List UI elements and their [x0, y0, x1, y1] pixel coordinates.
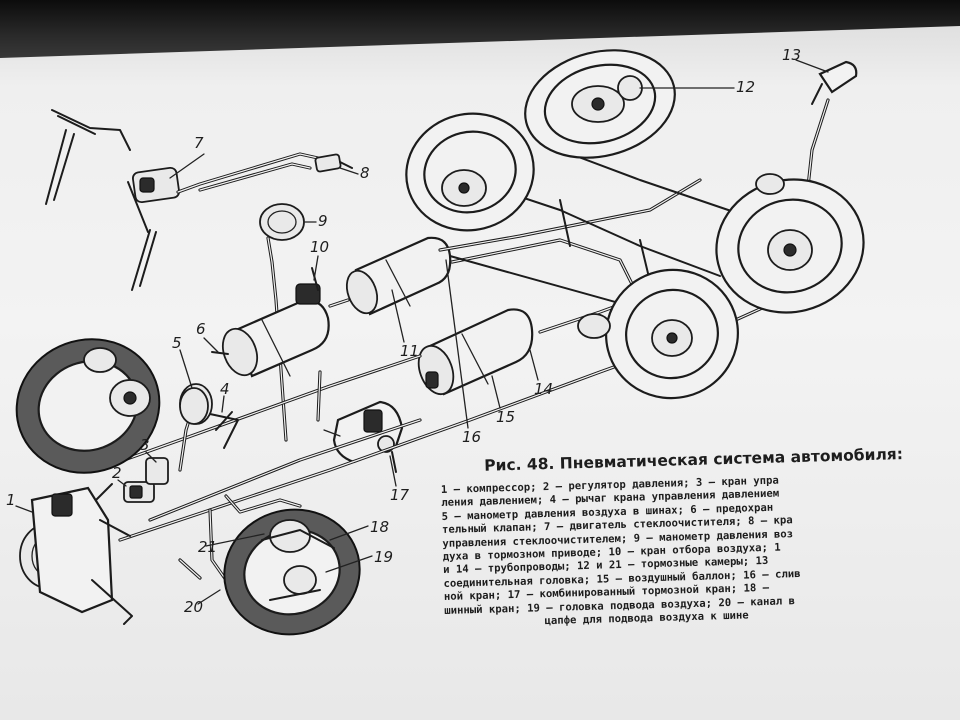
callout-9: 9	[318, 212, 328, 230]
tire-gauge-and-lever	[179, 387, 239, 449]
callout-6: 6	[196, 320, 206, 338]
rear-wheel-left	[405, 112, 535, 232]
callout-15: 15	[496, 408, 515, 426]
compressor-unit	[19, 457, 169, 625]
callout-2: 2	[112, 464, 122, 482]
air-tank-15	[417, 308, 534, 396]
connector-head	[811, 60, 858, 105]
rear-wheel-right-bottom	[577, 268, 739, 400]
callout-7: 7	[194, 134, 204, 152]
air-cylinder-11	[328, 236, 452, 316]
combined-brake-valve	[323, 400, 404, 473]
rear-wheel-top	[524, 49, 676, 159]
figure-caption: Рис. 48. Пневматическая система автомоби…	[440, 443, 960, 631]
callout-20: 20	[184, 598, 203, 616]
legend-list: 1 — компрессор; 2 — регулятор давления; …	[441, 469, 960, 631]
callout-4: 4	[220, 380, 230, 398]
callout-17: 17	[390, 486, 410, 504]
callout-10: 10	[310, 238, 329, 256]
callout-11: 11	[400, 342, 419, 360]
air-cylinder-left	[211, 267, 330, 378]
rear-wheel-right-top	[715, 173, 865, 314]
callout-18: 18	[370, 518, 389, 536]
front-wheel-right	[223, 508, 361, 636]
callout-8: 8	[360, 164, 370, 182]
callout-14: 14	[534, 380, 553, 398]
wiper-assembly	[45, 109, 353, 291]
callout-1: 1	[6, 491, 16, 509]
callout-21: 21	[198, 538, 217, 556]
callout-3: 3	[140, 436, 150, 454]
front-wheel-left	[15, 338, 213, 474]
leader-lines	[15, 59, 829, 605]
callout-16: 16	[462, 428, 481, 446]
callout-12: 12	[736, 78, 755, 96]
callout-19: 19	[374, 548, 393, 566]
callout-5: 5	[172, 334, 182, 352]
